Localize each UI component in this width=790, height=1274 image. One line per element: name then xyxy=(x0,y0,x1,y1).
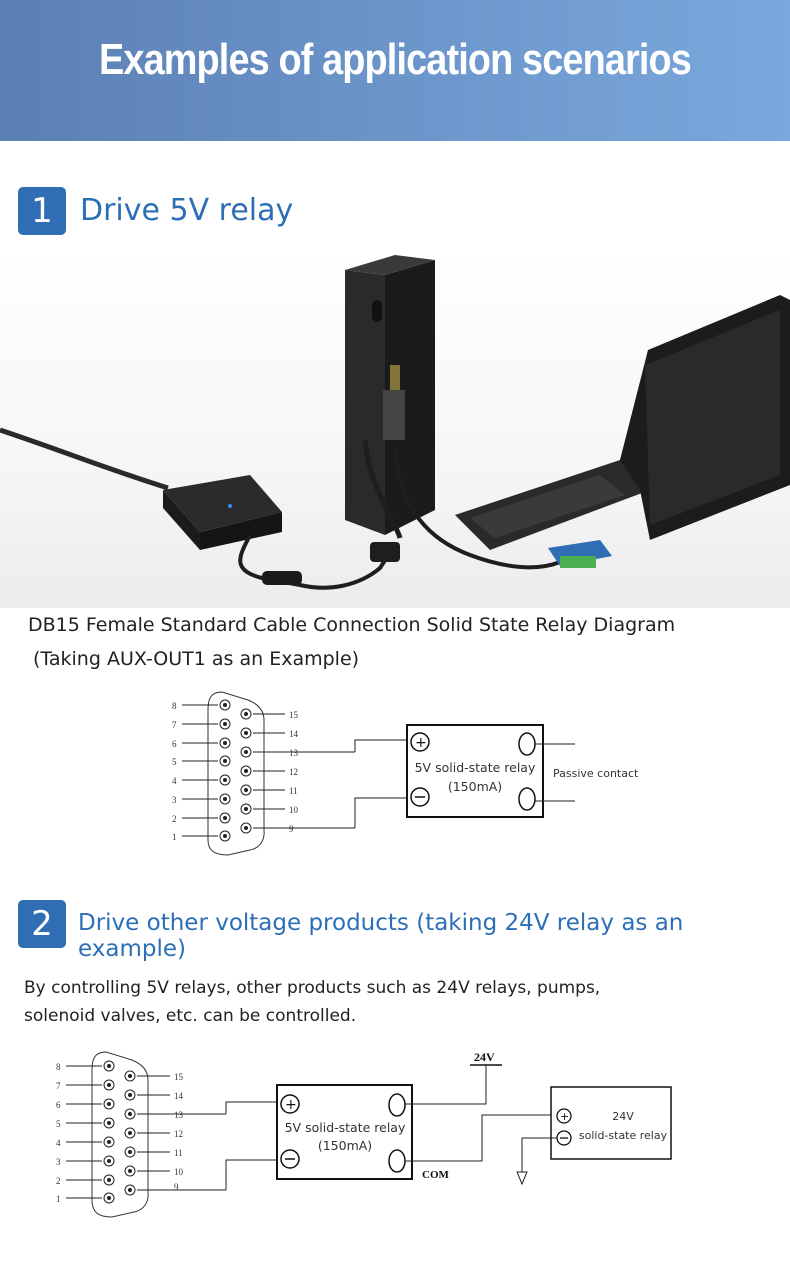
pin-label: 4 xyxy=(172,776,177,786)
pin-row-7: 7 xyxy=(56,1079,115,1091)
page-title: Examples of application scenarios xyxy=(98,35,692,84)
diagram-caption-subtitle: (Taking AUX-OUT1 as an Example) xyxy=(33,648,360,670)
pin-row-5: 5 xyxy=(172,755,231,767)
pin-label: 8 xyxy=(172,701,177,711)
section-number-badge: 2 xyxy=(18,900,66,948)
db15-right-pins: 15 14 13 12 11 10 9 xyxy=(240,708,355,834)
pin-label: 12 xyxy=(174,1129,183,1139)
pin-row-14: 14 xyxy=(240,727,299,739)
relay-label: 5V solid-state relay xyxy=(285,1120,406,1135)
pin-label: 7 xyxy=(56,1081,61,1091)
pin-row-1: 1 xyxy=(56,1192,115,1204)
pin-row-4: 4 xyxy=(56,1136,115,1148)
pin-row-8: 8 xyxy=(56,1060,115,1072)
pin-row-10: 10 xyxy=(124,1165,184,1177)
pin-label: 9 xyxy=(289,824,294,834)
pin-label: 13 xyxy=(289,748,299,758)
pin-label: 15 xyxy=(174,1072,184,1082)
pin-label: 5 xyxy=(172,757,177,767)
relay-24v-box xyxy=(550,1086,672,1160)
pin-row-15: 15 xyxy=(240,708,299,720)
relay-24v-label: 24V xyxy=(612,1110,634,1123)
db15-left-pins: 8 7 6 5 4 3 2 1 xyxy=(56,1060,115,1204)
pin-label: 3 xyxy=(172,795,177,805)
pin-label: 11 xyxy=(174,1148,183,1158)
svg-text:+: + xyxy=(285,1097,297,1113)
product-photo xyxy=(0,250,790,608)
pin-row-13: 13 xyxy=(124,1108,226,1120)
db15-left-pins: 8 7 6 5 4 3 2 1 xyxy=(172,699,231,842)
pin-row-9: 9 xyxy=(240,822,355,834)
pin-row-5: 5 xyxy=(56,1117,115,1129)
section-title: Drive 5V relay xyxy=(80,193,294,228)
pin-label: 1 xyxy=(56,1194,61,1204)
pin-row-1: 1 xyxy=(172,830,231,842)
pin-row-9: 9 xyxy=(124,1182,226,1196)
supply-voltage-label: 24V xyxy=(474,1050,495,1064)
header-banner: Examples of application scenarios xyxy=(0,0,790,141)
relay-current-label: (150mA) xyxy=(318,1138,372,1153)
pin-row-2: 2 xyxy=(172,812,231,824)
pin-label: 11 xyxy=(289,786,298,796)
pin-row-3: 3 xyxy=(172,793,231,805)
section-title: Drive other voltage products (taking 24V… xyxy=(78,910,684,962)
relay-current-label: (150mA) xyxy=(448,779,502,794)
pin-label: 9 xyxy=(174,1182,179,1192)
pin-label: 14 xyxy=(289,729,299,739)
passive-contact-label: Passive contact xyxy=(553,767,639,780)
pin-row-11: 11 xyxy=(124,1146,183,1158)
pin-label: 10 xyxy=(174,1167,184,1177)
pin-label: 15 xyxy=(289,710,299,720)
pin-row-7: 7 xyxy=(172,718,231,730)
pin-label: 2 xyxy=(172,814,177,824)
wiring-diagram-24v: 8 7 6 5 4 3 2 1 15 14 13 12 11 10 9 + 5V… xyxy=(56,1050,672,1218)
section-description: By controlling 5V relays, other products… xyxy=(24,978,601,998)
pin-label: 2 xyxy=(56,1176,61,1186)
pin-label: 12 xyxy=(289,767,298,777)
pin-row-3: 3 xyxy=(56,1155,115,1167)
svg-text:+: + xyxy=(415,735,427,751)
relay-24v-type-label: solid-state relay xyxy=(579,1129,668,1142)
pin-row-10: 10 xyxy=(240,803,299,815)
svg-text:+: + xyxy=(560,1110,569,1123)
pin-row-6: 6 xyxy=(172,737,231,749)
relay-box xyxy=(406,724,544,818)
pin-label: 5 xyxy=(56,1119,61,1129)
pin-label: 6 xyxy=(172,739,177,749)
pin-row-11: 11 xyxy=(240,784,298,796)
pin-label: 1 xyxy=(172,832,177,842)
pin-row-4: 4 xyxy=(172,774,231,786)
section-number-badge: 1 xyxy=(18,187,66,235)
com-label: COM xyxy=(422,1169,450,1181)
pin-label: 6 xyxy=(56,1100,61,1110)
pin-label: 7 xyxy=(172,720,177,730)
diagram-caption: DB15 Female Standard Cable Connection So… xyxy=(28,614,676,636)
pin-row-12: 12 xyxy=(240,765,298,777)
pin-label: 4 xyxy=(56,1138,61,1148)
pin-label: 13 xyxy=(174,1110,184,1120)
relay-label: 5V solid-state relay xyxy=(415,760,536,775)
pin-label: 14 xyxy=(174,1091,184,1101)
pin-row-2: 2 xyxy=(56,1174,115,1186)
pin-row-14: 14 xyxy=(124,1089,184,1101)
pin-label: 10 xyxy=(289,805,299,815)
pin-row-6: 6 xyxy=(56,1098,115,1110)
pin-label: 8 xyxy=(56,1062,61,1072)
pin-label: 3 xyxy=(56,1157,61,1167)
pin-row-15: 15 xyxy=(124,1070,184,1082)
pin-row-12: 12 xyxy=(124,1127,183,1139)
wiring-diagram-5v: 8 7 6 5 4 3 2 1 15 14 13 12 11 10 9 + 5V… xyxy=(172,691,639,856)
section-description-2: solenoid valves, etc. can be controlled. xyxy=(24,1006,357,1026)
pin-row-8: 8 xyxy=(172,699,231,711)
db15-right-pins: 15 14 13 12 11 10 9 xyxy=(124,1070,226,1196)
pin-row-13: 13 xyxy=(240,746,355,758)
